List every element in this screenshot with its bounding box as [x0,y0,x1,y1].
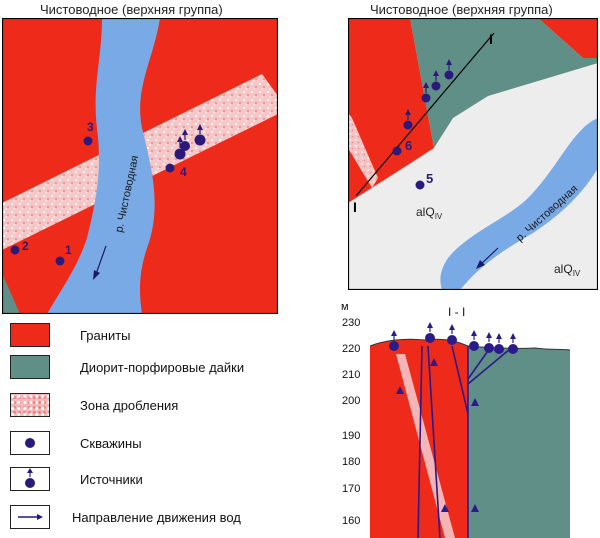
spring-icon [508,344,518,354]
spring-icon [484,343,494,353]
well-label-6: 6 [405,138,412,153]
legend-springs: Источники [10,466,143,492]
well-marker-3 [83,136,93,146]
well-marker-2 [10,245,20,255]
section-springs [389,322,518,354]
legend-label: Диорит-порфировые дайки [80,359,245,375]
left-map-title: Чистоводное (верхняя группа) [40,2,223,17]
legend-label: Скважины [80,435,142,451]
well-label-3: 3 [87,120,94,134]
y-tick: 210 [342,369,360,381]
granite-swatch [10,323,50,347]
y-tick: 220 [342,343,360,355]
right-granite-area-top-right [538,18,598,58]
spring-swatch [10,467,50,491]
well-label-4: 4 [180,165,187,179]
right-river [440,118,598,290]
y-tick: 200 [342,395,360,407]
y-tick: 160 [342,515,360,527]
section-mark-start: I [353,199,357,215]
legend-crush-zone: Зона дробления [10,392,178,418]
spring-icon [403,120,413,130]
spring-icon [194,134,206,146]
section-y-unit: м [341,301,349,313]
right-diorite-area [410,18,598,148]
section-flow-lines [417,345,511,538]
well-label-2: 2 [22,239,29,253]
right-springs [403,59,454,130]
left-diorite-area [2,273,20,314]
left-river [47,18,160,314]
section-y-axis: 230 220 210 200 190 180 170 160 [342,317,360,527]
well-marker-6 [392,146,402,156]
section-crush-zone [396,354,455,538]
legend-wells: Скважины [10,430,142,456]
right-map-title: Чистоводное (верхняя группа) [370,2,553,17]
spring-icon [444,70,454,80]
right-granite-area [348,18,434,203]
right-flow-arrow-icon [479,247,499,266]
alluvium-label: alQIV [416,205,443,221]
well-marker-5 [415,180,425,190]
diorite-swatch [10,355,50,379]
well-label-5: 5 [426,171,433,186]
spring-icon [25,468,35,488]
legend-label: Зона дробления [80,397,179,413]
legend-label: Граниты [80,327,131,343]
legend-label: Источники [80,471,143,487]
y-tick: 180 [342,456,360,468]
legend-granite: Граниты [10,322,131,348]
alluvium-label-right: alQIV [554,262,581,278]
flow-arrow-swatch [10,505,50,529]
legend-label: Направление движения вод [72,509,241,525]
well-swatch [10,431,50,455]
y-tick: 170 [342,483,360,495]
spring-icon [447,335,457,345]
right-crush-zone [348,113,378,188]
left-flow-arrow-icon [95,245,107,275]
well-icon [25,438,35,448]
spring-icon [494,344,504,354]
spring-icon [425,333,435,343]
legend-diorite: Диорит-порфировые дайки [10,354,244,380]
y-tick: 190 [342,430,360,442]
section-mark-end: I [489,31,493,47]
legend-flow-direction: Направление движения вод [10,504,241,530]
well-label-1: 1 [65,243,72,257]
left-map: р. Чистоводная 1 2 3 4 [2,18,278,314]
section-flow-arrow-icons [396,358,479,512]
cross-section: I - I м 230 220 210 200 190 180 170 160 [341,301,571,538]
y-tick: 230 [342,317,360,329]
section-title: I - I [448,305,465,319]
left-springs [174,124,206,160]
spring-icon [431,81,441,91]
section-line [355,32,495,197]
spring-icon [469,341,479,351]
right-map: I I 6 5 alQIV alQIV р. Чистоводная [348,18,598,290]
well-marker-1 [55,256,65,266]
spring-icon [174,148,186,160]
spring-icon [389,341,399,351]
flow-arrow-icon [18,514,43,520]
well-marker-4 [165,163,175,173]
section-diorite [468,346,570,538]
spring-icon [180,141,190,151]
spring-icon [421,93,431,103]
crush-zone-swatch [10,393,50,417]
